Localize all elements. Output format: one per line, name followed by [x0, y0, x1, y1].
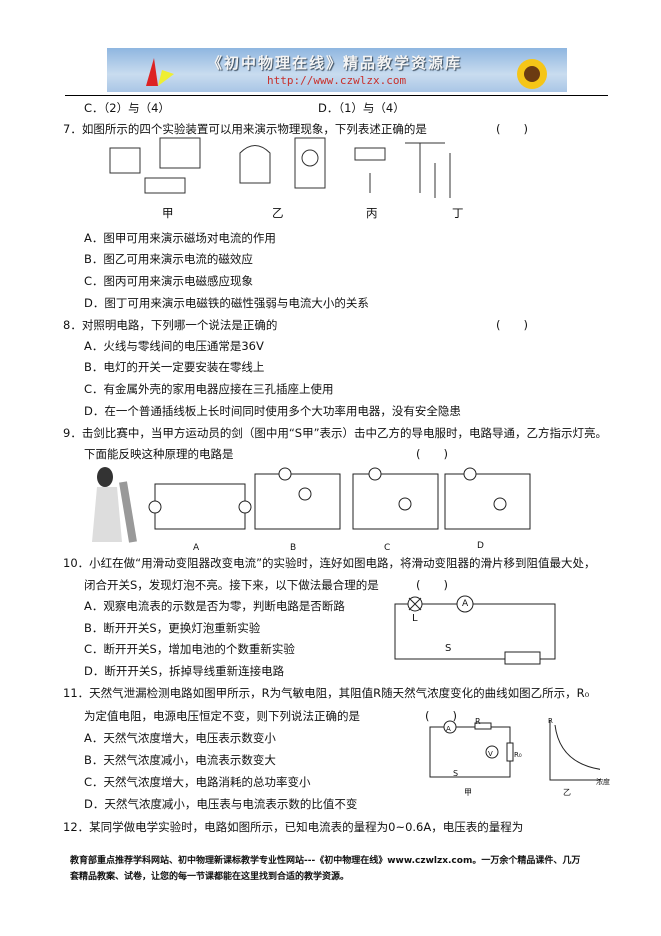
- q10-answer-paren: ( ): [416, 578, 448, 592]
- q9-stem-2: 下面能反映这种原理的电路是: [84, 447, 234, 461]
- q6-option-d: D．（1）与（4）: [318, 101, 405, 115]
- q7-label-jia: 甲: [162, 206, 174, 220]
- header-banner: 《初中物理在线》精品教学资源库 http://www.czwlzx.com: [107, 48, 567, 92]
- sunflower-icon: [517, 59, 547, 89]
- q8-option-a: A．火线与零线间的电压通常是36V: [84, 339, 264, 353]
- q11-graph-xaxis: 浓度: [596, 778, 610, 786]
- footer-line-2: 套精品教案、试卷，让您的每一节课都能在这里找到合适的教学资源。: [70, 872, 350, 882]
- fencing-photo: [92, 467, 137, 543]
- q8-option-c: C．有金属外壳的家用电器应接在三孔插座上使用: [84, 382, 334, 396]
- q11-option-b: B．天然气浓度减小，电流表示数变大: [84, 753, 276, 767]
- q11-voltmeter-label: V: [488, 750, 493, 758]
- q10-switch-label: S: [445, 643, 452, 654]
- q7-option-b: B．图乙可用来演示电流的磁效应: [84, 252, 253, 266]
- q10-ammeter-label: A: [462, 599, 469, 609]
- logo-icon: [146, 58, 174, 86]
- banner-title: 《初中物理在线》精品教学资源库: [207, 54, 463, 72]
- q6-option-c: C．（2）与（4）: [84, 101, 170, 115]
- q9-label-d: D: [477, 541, 484, 551]
- q7-label-yi: 乙: [272, 206, 284, 220]
- q10-lamp-label: L: [412, 613, 418, 624]
- q7-option-c: C．图丙可用来演示电磁感应现象: [84, 274, 254, 288]
- q11-answer-paren: ( ): [425, 709, 457, 723]
- q10-option-d: D．断开开关S，拆掉导线重新连接电路: [84, 664, 285, 678]
- q9-label-b: B: [290, 543, 297, 553]
- q7-apparatus-figure: [109, 137, 451, 198]
- q7-label-ding: 丁: [452, 206, 464, 220]
- q11-option-a: A．天然气浓度增大，电压表示数变小: [84, 731, 276, 745]
- q8-answer-paren: ( ): [496, 318, 528, 332]
- q11-switch-label: S: [453, 769, 459, 778]
- footer-line-1: 教育部重点推荐学科网站、初中物理新课标教学专业性网站---《初中物理在线》www…: [70, 856, 581, 866]
- q10-circuit-figure: [394, 595, 556, 665]
- q11-R0-label: R₀: [514, 751, 522, 759]
- q11-ammeter-label: A: [446, 725, 451, 733]
- q11-option-d: D．天然气浓度减小，电压表与电流表示数的比值不变: [84, 797, 358, 811]
- q9-stem: 9．击剑比赛中，当甲方运动员的剑（图中用“S甲”表示）击中乙方的导电服时，电路导…: [63, 426, 608, 440]
- q11-R-label: R: [475, 717, 481, 726]
- q11-circuit-and-graph: [429, 720, 600, 781]
- banner-url: http://www.czwlzx.com: [267, 74, 407, 87]
- q9-circuit-options: [148, 467, 531, 530]
- q7-stem: 7．如图所示的四个实验装置可以用来演示物理现象，下列表述正确的是: [63, 122, 427, 136]
- q7-option-a: A．图甲可用来演示磁场对电流的作用: [84, 231, 276, 245]
- q9-label-c: C: [384, 543, 391, 553]
- q11-graph-yaxis: R: [548, 717, 553, 725]
- q12-stem: 12．某同学做电学实验时，电路如图所示，已知电流表的量程为0~0.6A，电压表的…: [63, 820, 524, 834]
- q10-option-a: A．观察电流表的示数是否为零，判断电路是否断路: [84, 599, 345, 613]
- q7-label-bing: 丙: [366, 206, 378, 220]
- q11-option-c: C．天然气浓度增大，电路消耗的总功率变小: [84, 775, 311, 789]
- header-rule: [65, 95, 608, 96]
- q11-label-yi: 乙: [563, 788, 571, 797]
- q8-option-d: D．在一个普通插线板上长时间同时使用多个大功率用电器，没有安全隐患: [84, 404, 461, 418]
- q10-stem: 10．小红在做“用滑动变阻器改变电流”的实验时，连好如图电路，将滑动变阻器的滑片…: [63, 556, 596, 570]
- q11-stem-2: 为定值电阻，电源电压恒定不变，则下列说法正确的是: [84, 709, 360, 723]
- q9-answer-paren: ( ): [416, 447, 448, 461]
- q9-label-a: A: [193, 543, 200, 553]
- q8-stem: 8．对照明电路，下列哪一个说法是正确的: [63, 318, 278, 332]
- q11-label-jia: 甲: [464, 788, 472, 797]
- q7-option-d: D．图丁可用来演示电磁铁的磁性强弱与电流大小的关系: [84, 296, 369, 310]
- q10-option-b: B．断开开关S，更换灯泡重新实验: [84, 621, 261, 635]
- q7-answer-paren: ( ): [496, 122, 528, 136]
- q10-option-c: C．断开开关S，增加电池的个数重新实验: [84, 642, 295, 656]
- q10-stem-2: 闭合开关S，发现灯泡不亮。接下来，以下做法最合理的是: [84, 578, 379, 592]
- q8-option-b: B．电灯的开关一定要安装在零线上: [84, 360, 265, 374]
- q11-stem: 11．天然气泄漏检测电路如图甲所示，R为气敏电阻，其阻值R随天然气浓度变化的曲线…: [63, 686, 590, 700]
